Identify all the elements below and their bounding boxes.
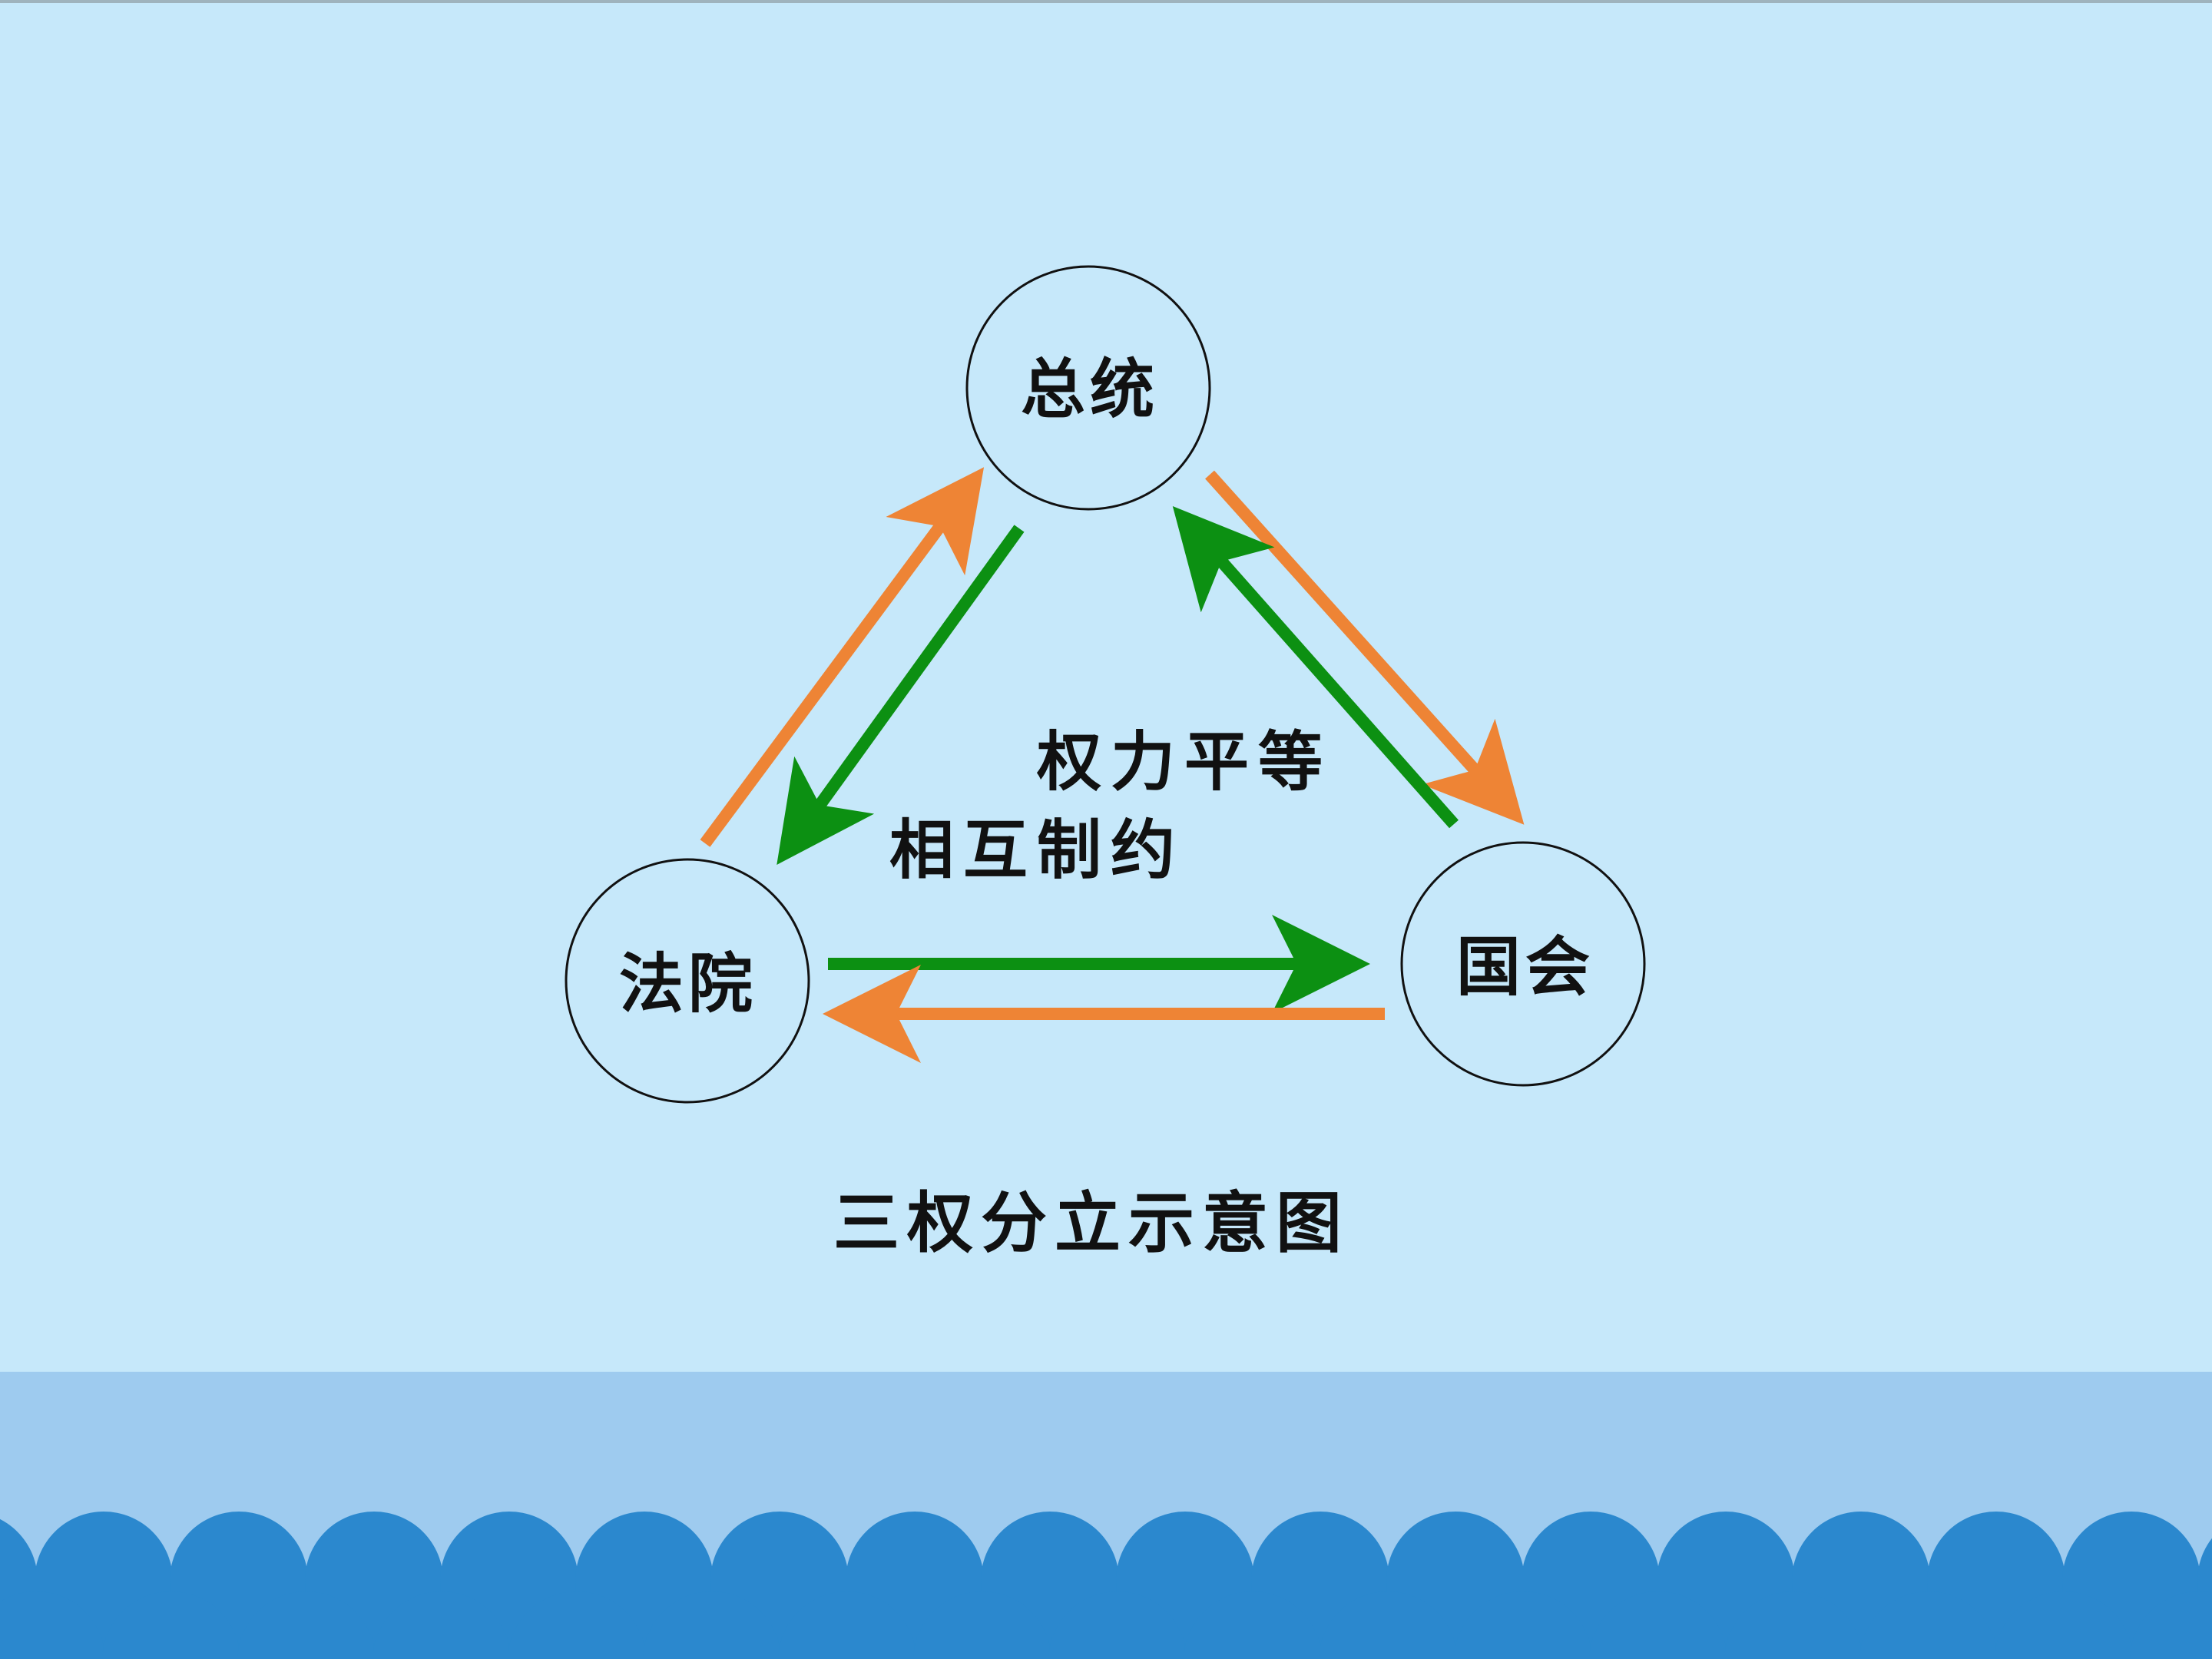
scallop-shape	[643, 1591, 781, 1659]
scallop-shape	[1859, 1591, 1998, 1659]
scallop-shape	[1048, 1591, 1187, 1659]
equal-power-note: 权力平等	[1037, 724, 1333, 800]
scallop-pattern	[0, 1512, 2212, 1659]
scallop-shape	[1454, 1591, 1592, 1659]
top-border	[0, 0, 2212, 3]
scallop-shape	[913, 1591, 1051, 1659]
court-node	[565, 858, 810, 1104]
arrow-president-to-court	[777, 525, 1025, 865]
scallop-shape	[1184, 1591, 1322, 1659]
scallop-shape	[1319, 1591, 1457, 1659]
scallop-shape	[237, 1591, 376, 1659]
scallop-shape	[373, 1591, 511, 1659]
scallop-shape	[1724, 1591, 1863, 1659]
president-label: 总统	[1020, 351, 1160, 427]
scallop-shape	[2130, 1591, 2212, 1659]
scallop-shape	[1589, 1591, 1727, 1659]
congress-node	[1400, 841, 1646, 1087]
diagram-caption: 三权分立示意图	[833, 1184, 1349, 1262]
scallop-shape	[0, 1591, 105, 1659]
scallop-shape	[508, 1591, 646, 1659]
arrow-congress-to-president	[1172, 506, 1459, 829]
scallop-shape	[778, 1591, 916, 1659]
scallop-shape	[102, 1591, 240, 1659]
checks-note: 相互制约	[889, 812, 1185, 888]
arrow-court-to-president	[700, 467, 985, 847]
congress-label: 国会	[1455, 929, 1595, 1005]
court-label: 法院	[618, 945, 758, 1022]
president-node	[965, 265, 1211, 511]
scallop-shape	[1995, 1591, 2133, 1659]
